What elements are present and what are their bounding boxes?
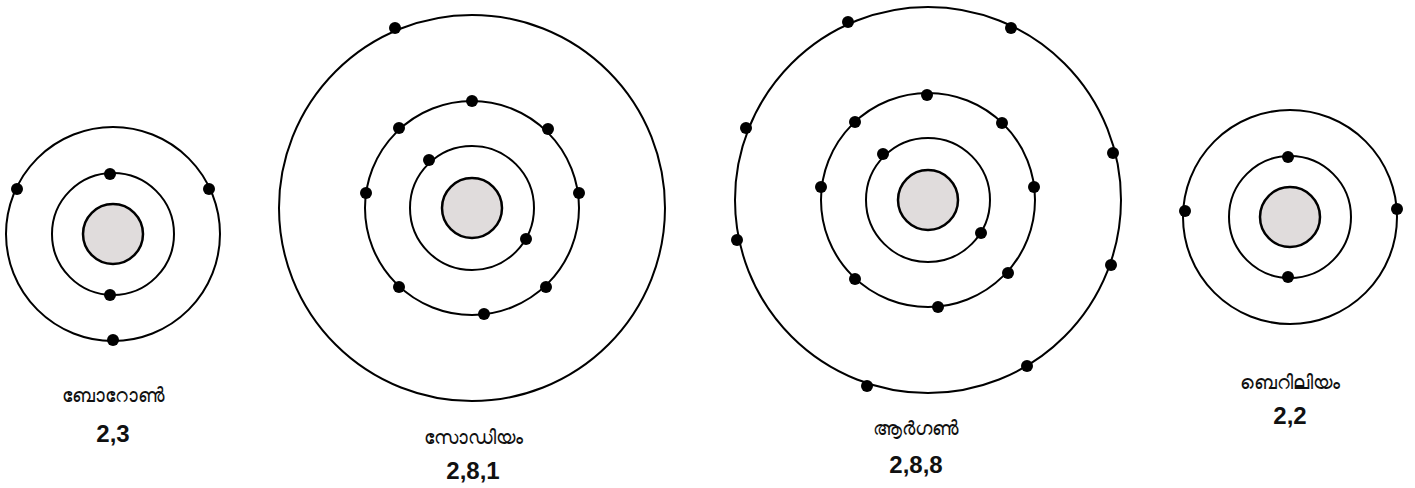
electron-configuration: 2,8,1 [446,457,499,485]
electron-configuration: 2,3 [96,420,129,448]
element-name: ആർഗൺ [873,417,959,440]
element-name: ബോറോൺ [62,384,165,407]
electron-configuration: 2,2 [1273,402,1306,430]
electron-configuration: 2,8,8 [889,451,942,479]
element-name: സോഡിയം [424,426,523,449]
element-name: ബെറിലിയം [1240,371,1340,394]
